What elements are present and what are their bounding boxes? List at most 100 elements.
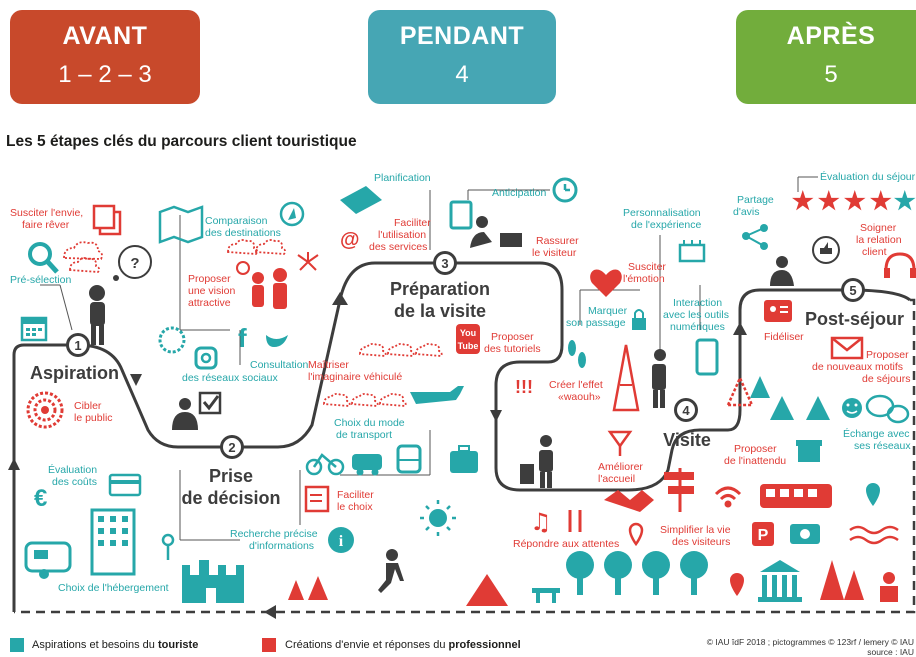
labels-group: Susciter l'envie, faire rêver Pré-sélect… bbox=[10, 170, 916, 594]
svg-text:★: ★ bbox=[870, 187, 892, 215]
label-vision-l2: une vision bbox=[188, 285, 235, 297]
label-faciliter-outils-l2: l'utilisation bbox=[378, 229, 426, 241]
diagram-title: Les 5 étapes clés du parcours client tou… bbox=[6, 133, 357, 150]
location-pin-icon bbox=[730, 573, 744, 596]
headset-icon bbox=[884, 252, 916, 278]
label-rassurer-l2: le visiteur bbox=[532, 247, 577, 259]
path-arrow bbox=[8, 458, 20, 470]
magnifier-icon bbox=[28, 242, 59, 274]
svg-text:?: ? bbox=[130, 255, 139, 272]
label-motifs-l2: de nouveaux motifs bbox=[812, 361, 903, 373]
label-faciliter-choix-l1: Faciliter bbox=[337, 489, 374, 501]
label-motifs-l1: Proposer bbox=[866, 349, 909, 361]
legend-teal-bold: touriste bbox=[157, 639, 199, 651]
car-icon bbox=[352, 454, 382, 476]
thinking-bubble-icon: ? bbox=[113, 245, 152, 281]
checkbox-icon bbox=[198, 391, 222, 415]
label-comparaison-l1: Comparaison bbox=[205, 215, 268, 227]
label-soigner-l1: Soigner bbox=[860, 222, 897, 234]
stage-3-marker: 3 bbox=[433, 251, 457, 275]
label-exclam: !!! bbox=[515, 377, 533, 397]
svg-text:f: f bbox=[238, 323, 247, 353]
label-inattendu-l1: Proposer bbox=[734, 443, 777, 455]
at-sign-icon: @ bbox=[340, 229, 360, 251]
label-choix-transport-l1: Choix du mode bbox=[334, 417, 405, 429]
person-reading-icon bbox=[770, 256, 794, 286]
person-laptop-icon bbox=[470, 216, 522, 248]
book-icon bbox=[340, 186, 382, 214]
label-simplifier-l1: Simplifier la vie bbox=[660, 524, 731, 536]
museum-icon bbox=[758, 560, 802, 602]
eiffel-tower-icon bbox=[612, 344, 640, 412]
label-tutoriels-l2: des tutoriels bbox=[484, 343, 541, 355]
stage-5-number: 5 bbox=[849, 283, 856, 298]
phase-apres-box: APRÈS 5 bbox=[736, 10, 916, 104]
bench-icon bbox=[532, 588, 560, 603]
trees-icon bbox=[566, 551, 708, 595]
label-partage-l1: Partage bbox=[737, 194, 774, 206]
label-emotion-l2: l'émotion bbox=[623, 273, 665, 285]
label-anticipation: Anticipation bbox=[492, 187, 546, 199]
phase-pendant-title: PENDANT bbox=[399, 22, 525, 50]
handshake-icon bbox=[604, 490, 654, 512]
label-interaction-l3: numériques bbox=[670, 321, 725, 333]
music-note-icon: ♫ bbox=[530, 508, 552, 536]
label-marquer-l1: Marquer bbox=[588, 305, 628, 317]
svg-text:@: @ bbox=[340, 229, 360, 251]
cake-icon bbox=[678, 240, 706, 263]
key-icon bbox=[161, 533, 175, 560]
label-partage-l2: d'avis bbox=[733, 206, 760, 218]
label-soigner-l3: client bbox=[862, 246, 887, 258]
label-comparaison-l2: des destinations bbox=[205, 227, 281, 239]
label-consultation-l2: des réseaux sociaux bbox=[182, 372, 278, 384]
clouds-icon bbox=[359, 342, 443, 357]
label-recherche-l2: d'informations bbox=[249, 540, 314, 552]
envelope-icon bbox=[830, 336, 864, 360]
label-echange-l1: Échange avec bbox=[843, 427, 910, 440]
stage-4-name: Visite bbox=[663, 430, 711, 450]
label-planification: Planification bbox=[374, 172, 431, 184]
leader-lines bbox=[40, 176, 818, 541]
label-maitriser-l1: Maîtriser bbox=[308, 359, 349, 371]
location-pin-icon bbox=[866, 483, 880, 506]
stage-5-marker: 5 bbox=[841, 278, 865, 302]
label-soigner-l2: la relation bbox=[856, 234, 902, 246]
info-icon: i bbox=[328, 527, 354, 553]
person-laptop-icon bbox=[172, 398, 198, 430]
person-photographer-icon bbox=[652, 349, 666, 408]
cutlery-icon bbox=[568, 510, 582, 532]
stage-1-number: 1 bbox=[74, 338, 81, 353]
people-family-icon bbox=[236, 261, 287, 309]
legend-swatch-red bbox=[262, 638, 276, 652]
credit-line-1: © IAU îdF 2018 ; pictogrammes © 123rf / … bbox=[706, 637, 914, 647]
label-faciliter-outils-l3: des services bbox=[369, 241, 427, 253]
legend-teal-label: Aspirations et besoins du touriste bbox=[32, 639, 198, 651]
label-emotion-l1: Susciter bbox=[628, 261, 666, 273]
castle-icon bbox=[182, 560, 244, 603]
legend-teal-prefix: Aspirations et besoins du bbox=[32, 639, 158, 651]
edit-form-icon bbox=[304, 485, 330, 513]
tablet-icon bbox=[449, 200, 473, 230]
facebook-icon: f bbox=[238, 323, 247, 353]
tent-icon bbox=[726, 374, 754, 407]
mountain-icon bbox=[466, 574, 508, 606]
journey-path bbox=[12, 261, 911, 612]
bicycle-icon bbox=[305, 453, 345, 476]
phase-apres-title: APRÈS bbox=[786, 22, 876, 50]
fireworks-icon bbox=[297, 252, 319, 271]
label-fideliser: Fidéliser bbox=[764, 331, 804, 343]
hotel-building-icon bbox=[90, 508, 136, 576]
credit-text: © IAU îdF 2018 ; pictogrammes © 123rf / … bbox=[707, 637, 914, 657]
person-luggage-icon bbox=[520, 435, 553, 488]
label-evaluation-couts-l1: Évaluation bbox=[48, 463, 97, 476]
stage-3-number: 3 bbox=[441, 256, 448, 271]
calendar-icon bbox=[20, 316, 48, 342]
svg-text:★: ★ bbox=[894, 187, 916, 215]
journey-diagram: 1 Aspiration 2 Prise de décision 3 Prépa… bbox=[8, 170, 916, 619]
gift-icon bbox=[796, 440, 822, 462]
lock-icon bbox=[632, 309, 646, 330]
label-rassurer-l1: Rassurer bbox=[536, 235, 579, 247]
label-evaluation-couts-l2: des coûts bbox=[52, 476, 97, 488]
smiley-icon bbox=[842, 398, 862, 418]
svg-text:★: ★ bbox=[844, 187, 866, 215]
